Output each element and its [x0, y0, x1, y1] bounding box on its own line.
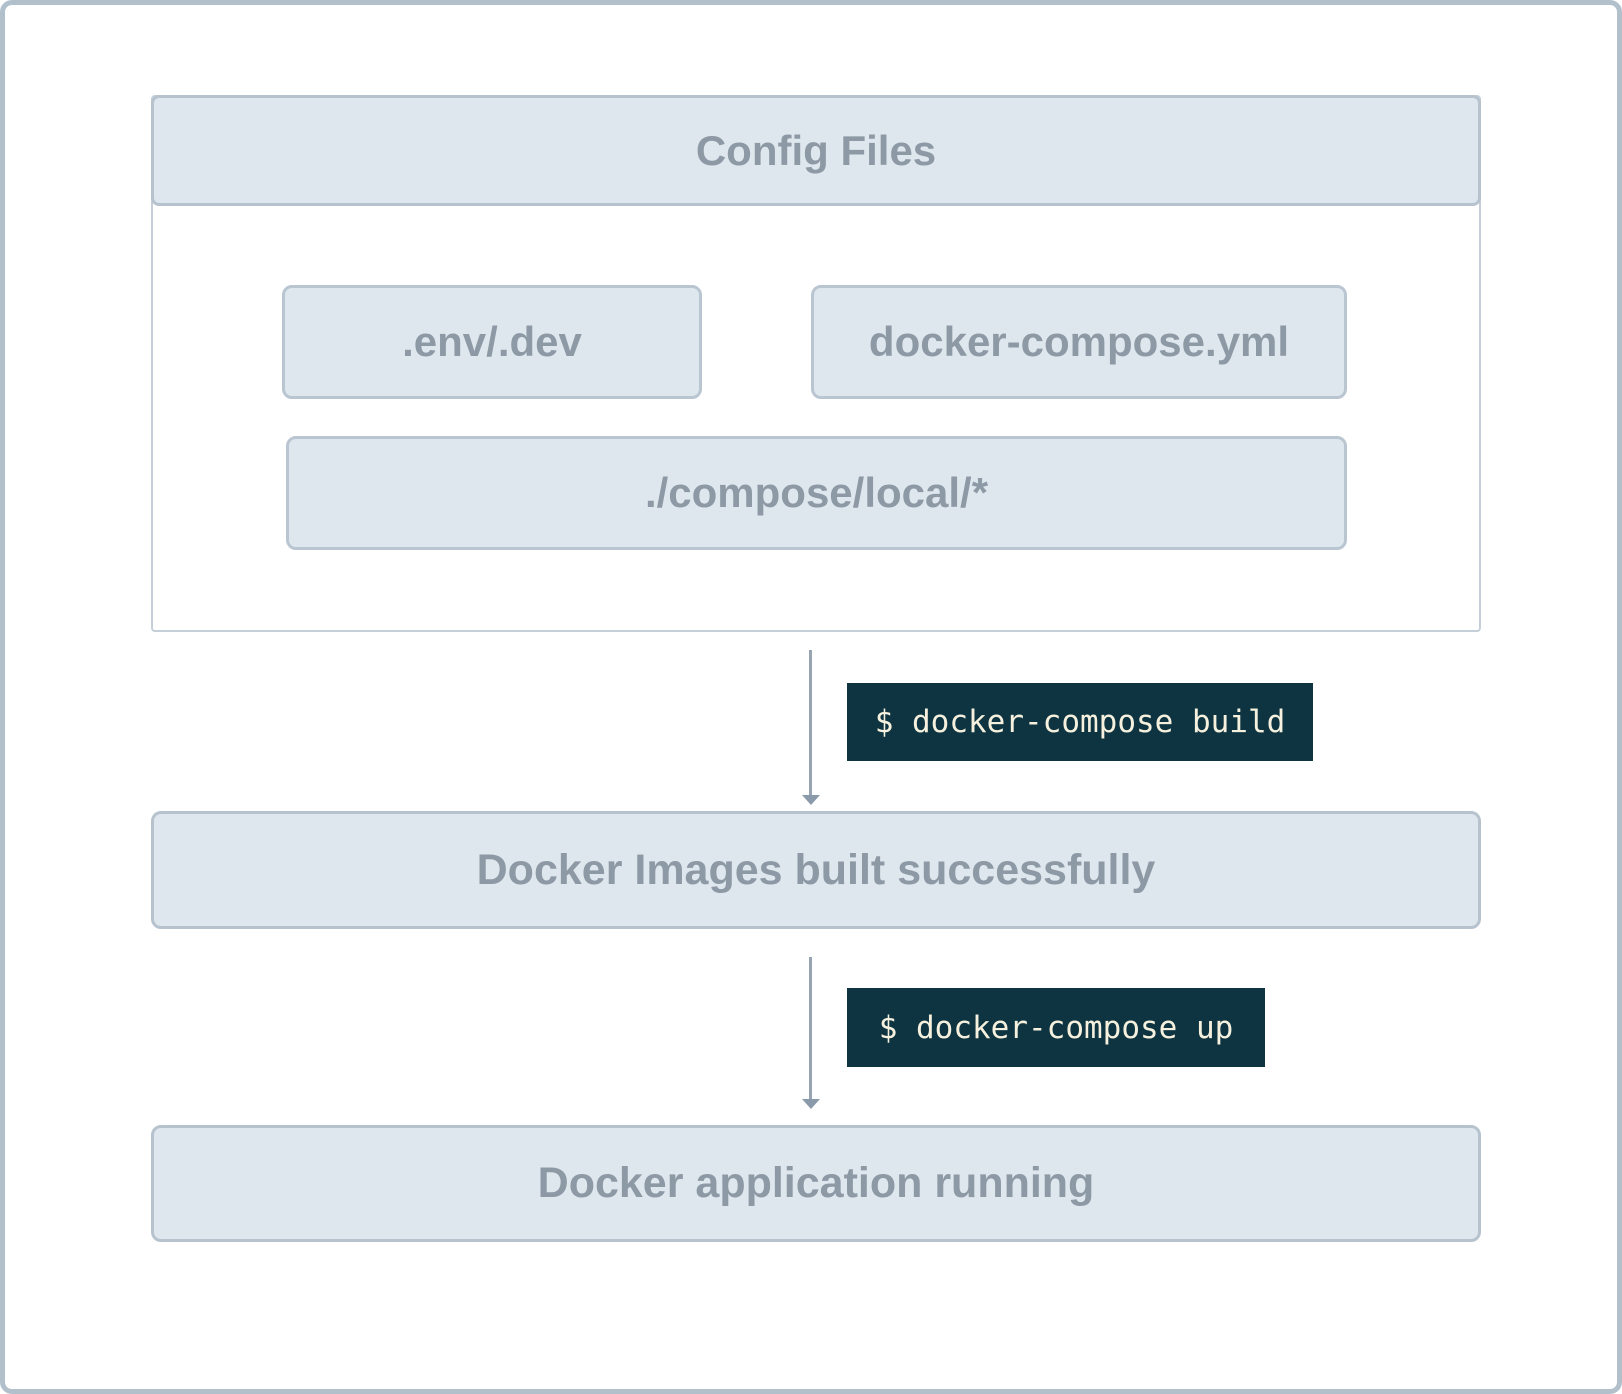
- command-badge-up-text: $ docker-compose up: [878, 1009, 1234, 1046]
- state-box-app-running-label: Docker application running: [537, 1159, 1095, 1207]
- command-badge-build-text: $ docker-compose build: [874, 704, 1286, 740]
- file-box-compose-local: ./compose/local/*: [286, 436, 1347, 550]
- command-badge-up: $ docker-compose up: [847, 988, 1265, 1067]
- state-box-app-running: Docker application running: [151, 1125, 1481, 1242]
- file-box-docker-compose-yml: docker-compose.yml: [811, 285, 1347, 399]
- file-box-docker-compose-yml-label: docker-compose.yml: [868, 318, 1290, 365]
- state-box-images-built-label: Docker Images built successfully: [476, 845, 1156, 894]
- arrow-down-build: [809, 650, 812, 796]
- file-box-compose-local-label: ./compose/local/*: [644, 469, 989, 516]
- state-box-images-built: Docker Images built successfully: [151, 811, 1481, 929]
- config-files-title: Config Files: [695, 126, 937, 174]
- file-box-env-dev-label: .env/.dev: [402, 318, 582, 365]
- command-badge-build: $ docker-compose build: [847, 683, 1313, 761]
- arrow-down-up: [809, 957, 812, 1100]
- config-files-header: Config Files: [151, 95, 1481, 206]
- file-box-env-dev: .env/.dev: [282, 285, 702, 399]
